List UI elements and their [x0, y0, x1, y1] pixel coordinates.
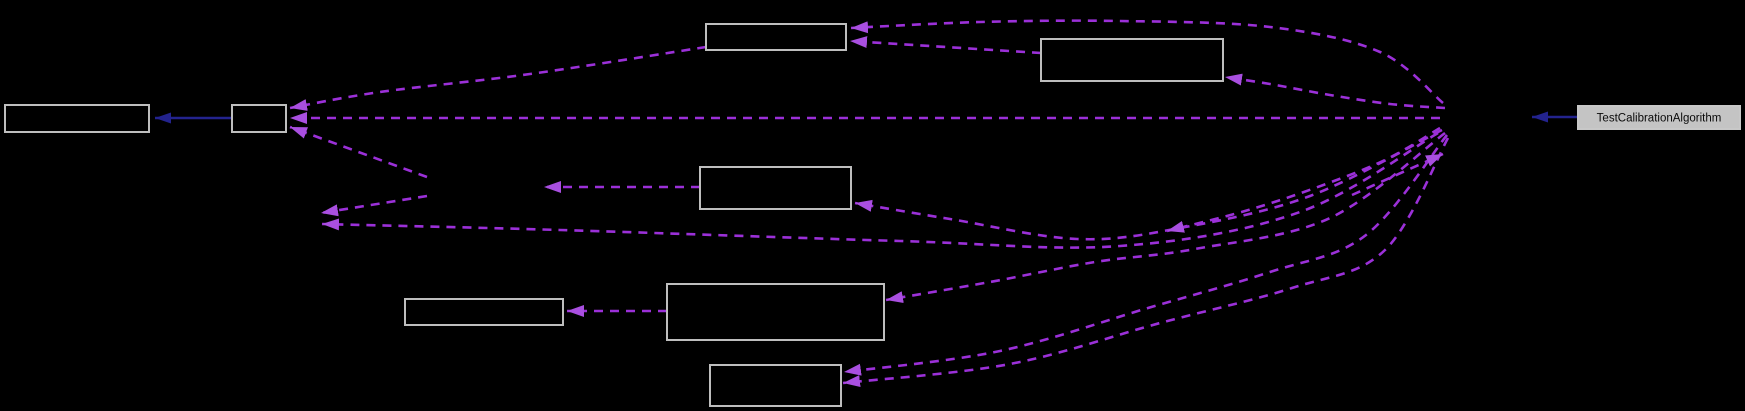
graph-node-b-box[interactable] [231, 104, 287, 133]
graph-node-test-calibration-algorithm-label: TestCalibrationAlgorithm [1597, 113, 1722, 125]
graph-node-h-box[interactable] [709, 364, 842, 407]
usage-edge-hub-to-d [1224, 73, 1446, 110]
usage-edge-hub-to-z [1166, 126, 1441, 233]
usage-edge-into-hub [1351, 152, 1444, 197]
usage-edge-hub-to-h-upper [843, 134, 1449, 376]
graph-node-h[interactable] [709, 364, 842, 407]
usage-edge-hub-to-h-lower [842, 137, 1450, 388]
graph-node-d-box[interactable] [1040, 38, 1224, 82]
usage-edge-x-to-y [320, 194, 428, 217]
graph-node-d[interactable] [1040, 38, 1224, 82]
graph-node-test-calibration-algorithm[interactable]: TestCalibrationAlgorithm [1577, 105, 1741, 130]
graph-node-f[interactable] [404, 298, 564, 326]
graph-node-a[interactable] [4, 104, 150, 133]
graph-node-g[interactable] [666, 283, 885, 341]
graph-node-e[interactable] [699, 166, 852, 210]
graph-node-c[interactable] [705, 23, 847, 51]
usage-edge-d-to-c [849, 36, 1042, 55]
graph-node-g-box[interactable] [666, 283, 885, 341]
usage-edge-hub-to-g [885, 131, 1446, 304]
graph-node-e-box[interactable] [699, 166, 852, 210]
usage-edge-x-to-b [289, 125, 428, 179]
usage-edge-c-to-b [289, 45, 707, 111]
graph-node-b[interactable] [231, 104, 287, 133]
graph-node-test-calibration-algorithm-box[interactable] [1577, 105, 1741, 130]
graph-node-a-box[interactable] [4, 104, 150, 133]
usage-edge-hub-to-e [854, 128, 1443, 241]
usage-edge-hub-to-y [321, 131, 1439, 249]
graph-node-c-box[interactable] [705, 23, 847, 51]
graph-node-f-box[interactable] [404, 298, 564, 326]
usage-edge-hub-to-c-arc [850, 19, 1444, 105]
